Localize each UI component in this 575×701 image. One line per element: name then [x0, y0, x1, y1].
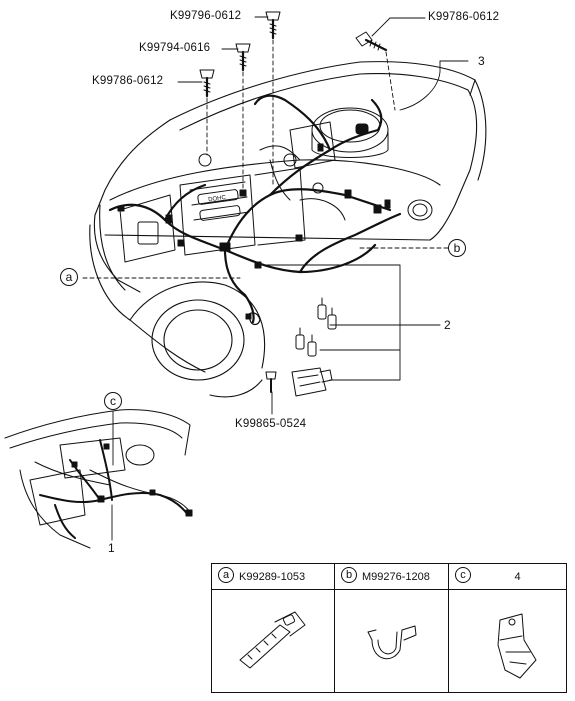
legend-cell-c: c 4: [448, 564, 566, 692]
legend-code-a: K99289-1053: [239, 571, 306, 583]
item-2-parts: [291, 297, 337, 397]
part-label-k99794: K99794-0616: [139, 42, 211, 54]
legend-cell-a: a K99289-1053: [212, 564, 334, 692]
part-label-k99786-right: K99786-0612: [428, 11, 500, 23]
legend-clip-b-illustration: [367, 625, 417, 660]
callout-c-circle: c: [104, 392, 122, 410]
svg-text:DOHC: DOHC: [208, 195, 227, 203]
inset-connectors: [71, 443, 193, 517]
harness-connectors: [117, 123, 391, 320]
bolt-k99786-left: [199, 69, 215, 98]
callout-a-circle: a: [60, 268, 78, 286]
callout-2: 2: [444, 318, 451, 332]
sensor-connector: [245, 312, 261, 326]
bolt-k99796: [265, 11, 281, 40]
legend-clip-a-illustration: [239, 611, 306, 669]
legend-cell-b: b M99276-1208: [334, 564, 448, 692]
bolt-k99794: [235, 43, 251, 72]
parts-legend-table: a K99289-1053 b M99276-1208 c 4: [211, 563, 567, 693]
part-label-k99796: K99796-0612: [170, 10, 242, 22]
callout-1: 1: [108, 541, 115, 555]
leader-lines: [177, 16, 469, 415]
part-label-k99786-left: K99786-0612: [92, 75, 164, 87]
legend-code-b: M99276-1208: [362, 571, 430, 583]
legend-header-c: c 4: [449, 564, 566, 590]
inset-leaders: [111, 410, 114, 541]
bolt-k99865: [265, 371, 277, 393]
part-label-k99865: K99865-0524: [235, 418, 307, 430]
legend-bracket-c-illustration: [497, 613, 537, 679]
car-body-outline: [89, 61, 487, 398]
legend-letter-c: c: [455, 567, 471, 583]
inset-engine-view: [4, 409, 191, 549]
legend-qty-c: 4: [514, 571, 521, 583]
legend-header-b: b M99276-1208: [335, 564, 448, 590]
callout-3: 3: [478, 54, 485, 68]
bolt-k99786-right: [355, 31, 388, 52]
legend-letter-a: a: [218, 567, 234, 583]
inset-harness: [39, 439, 189, 539]
reference-lines: [82, 39, 451, 279]
callout-b-circle: b: [448, 239, 466, 257]
legend-header-a: a K99289-1053: [212, 564, 334, 590]
legend-letter-b: b: [341, 567, 357, 583]
